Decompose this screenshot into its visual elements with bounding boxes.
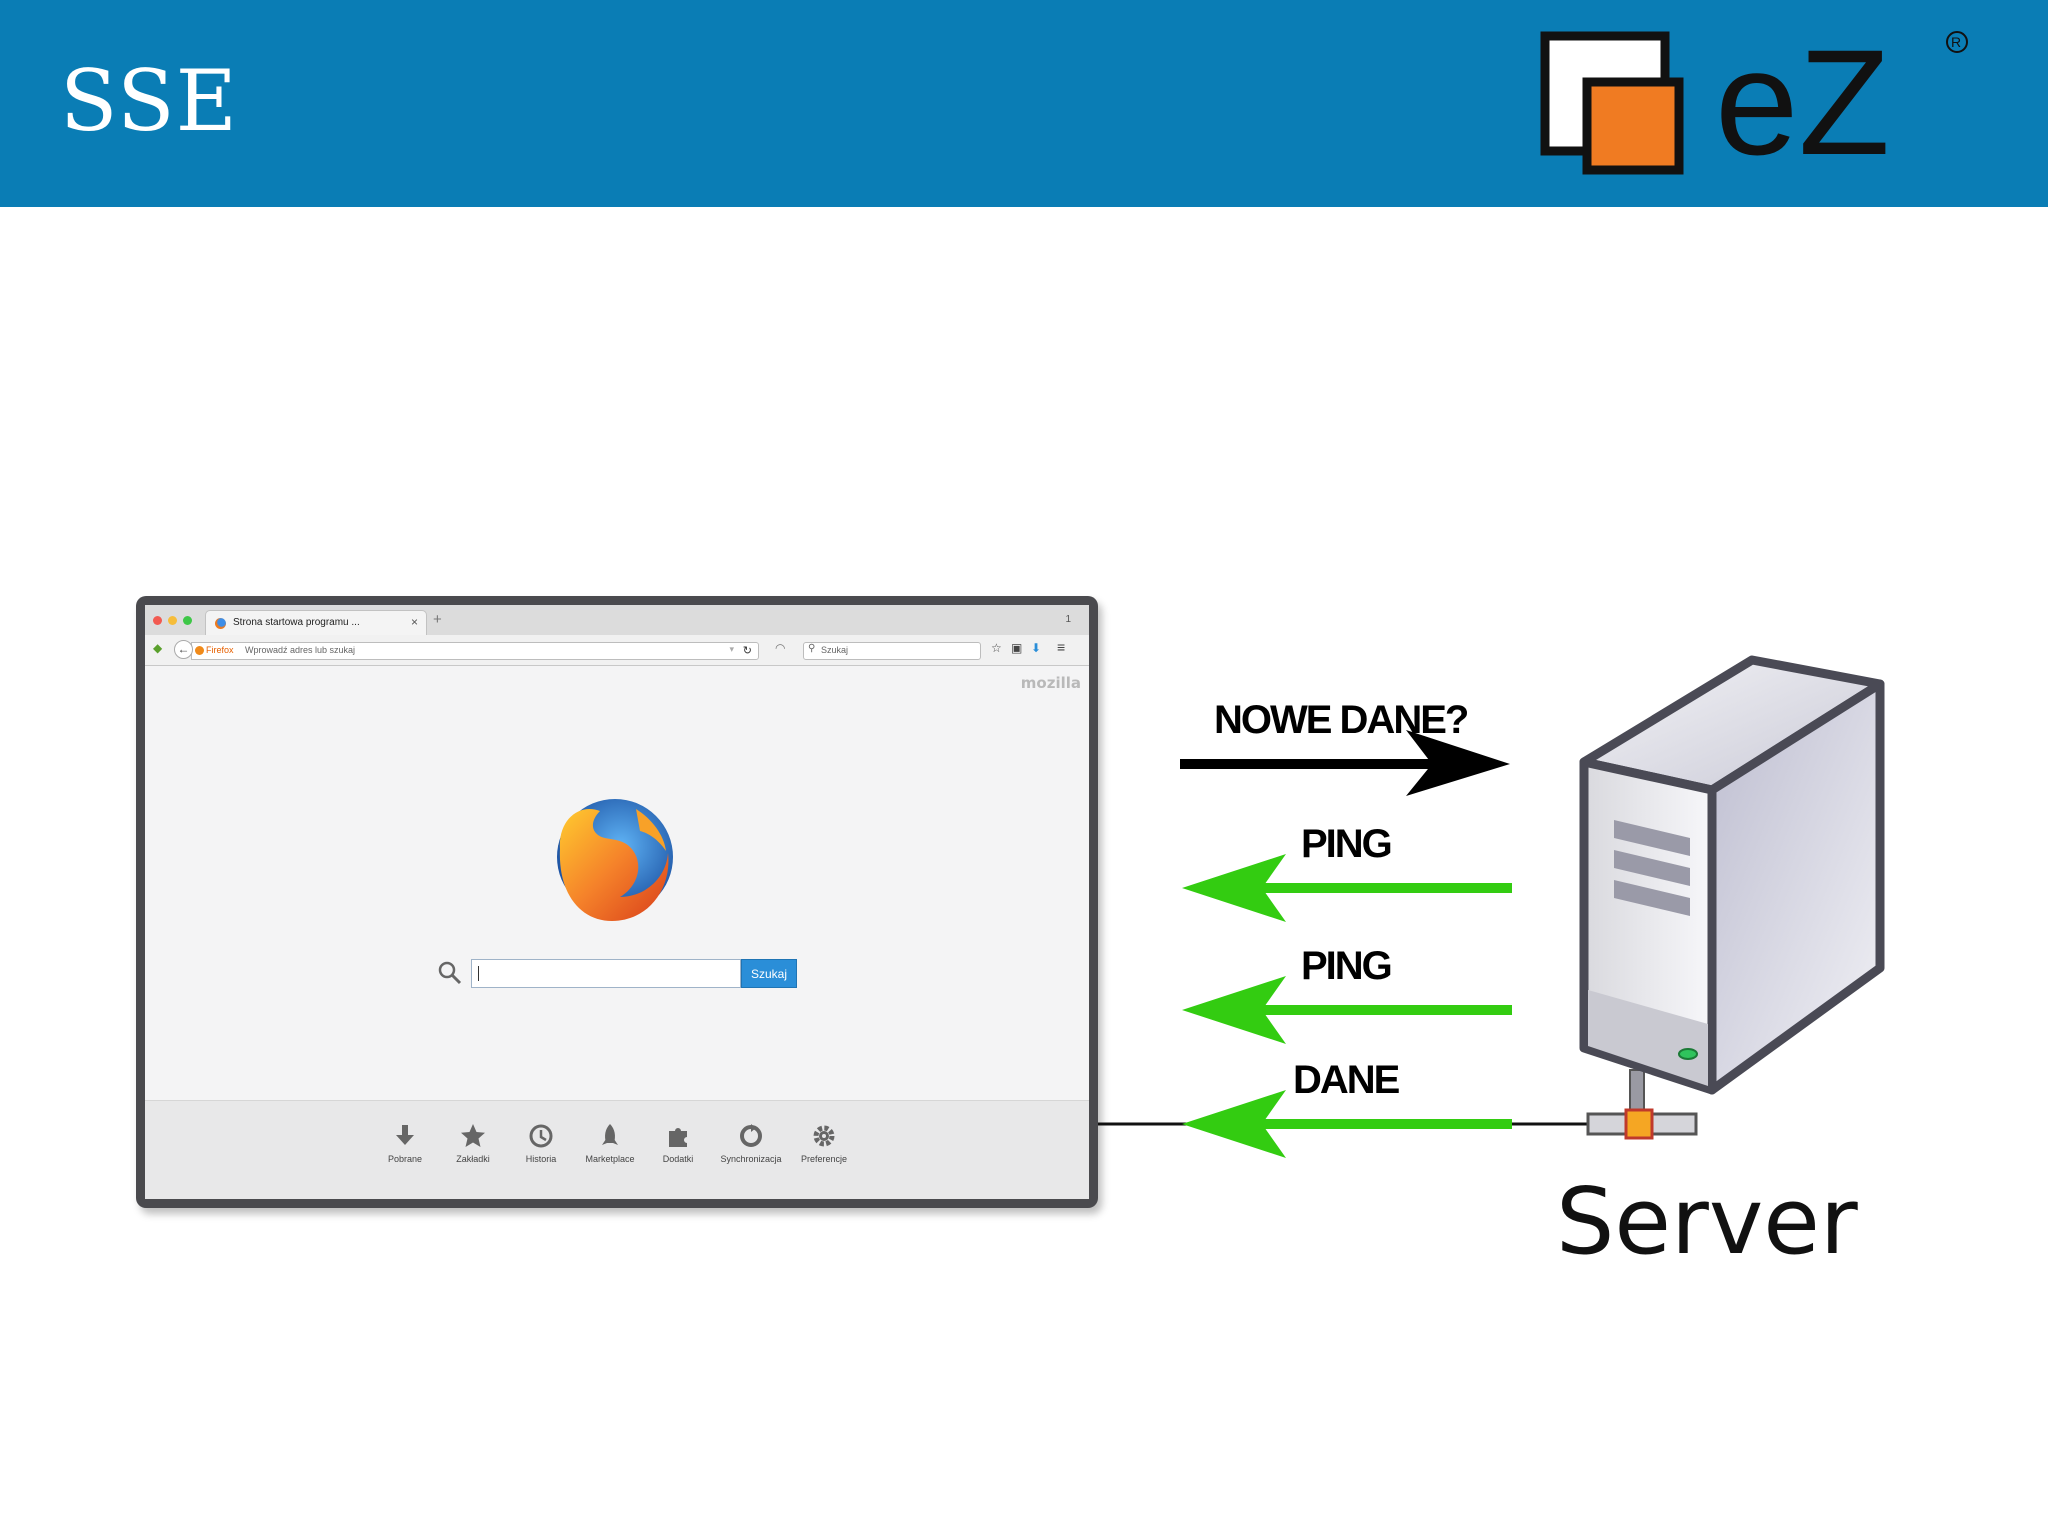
launcher-label: Historia	[525, 1154, 557, 1164]
tab-bar: Strona startowa programu ... × + 1	[145, 605, 1089, 635]
reload-icon[interactable]: ↻	[742, 645, 752, 657]
url-dropdown-icon[interactable]: ▾	[729, 644, 734, 654]
clipboard-icon[interactable]: ▣	[1011, 641, 1023, 655]
new-tab-button[interactable]: +	[433, 611, 442, 628]
tab-close-icon[interactable]: ×	[410, 615, 418, 629]
download-arrow-icon[interactable]: ⬇	[1031, 641, 1042, 655]
close-window-button[interactable]	[153, 616, 162, 625]
message-label-ping-2: PING	[1301, 944, 1393, 988]
download-icon	[396, 1125, 414, 1145]
rss-icon[interactable]: ◠	[775, 641, 786, 655]
browser-window: Strona startowa programu ... × + 1 ◆ Fir…	[136, 596, 1098, 1208]
launcher-label: Zakładki	[456, 1154, 490, 1164]
search-placeholder: Szukaj	[821, 645, 849, 655]
data-arrow	[1182, 1090, 1512, 1158]
launcher-label: Dodatki	[662, 1154, 694, 1164]
home-search-input[interactable]	[471, 959, 741, 988]
message-label-ping-1: PING	[1301, 822, 1393, 866]
text-caret	[478, 966, 479, 981]
message-label-new-data: NOWE DANE?	[1214, 698, 1469, 742]
sync-icon	[740, 1124, 762, 1147]
firefox-favicon-icon	[215, 618, 226, 629]
slide-title: SSE	[60, 52, 238, 150]
launcher-bookmarks[interactable]: Zakładki	[438, 1123, 508, 1164]
launcher-preferences[interactable]: Preferencje	[789, 1123, 859, 1164]
url-identity-label: Firefox	[206, 645, 234, 655]
home-search-icon	[438, 961, 462, 985]
launcher-label: Preferencje	[800, 1154, 848, 1164]
search-icon: ⚲	[808, 643, 816, 654]
ping-arrow-2	[1182, 976, 1512, 1044]
ez-logo: eZ R	[1540, 26, 1968, 176]
tab-title: Strona startowa programu ...	[233, 617, 360, 628]
launcher-marketplace[interactable]: Marketplace	[575, 1123, 645, 1164]
browser-viewport: Strona startowa programu ... × + 1 ◆ Fir…	[145, 605, 1089, 1199]
star-icon	[461, 1124, 485, 1147]
url-placeholder: Wprowadź adres lub szukaj	[245, 645, 356, 655]
message-label-data: DANE	[1293, 1058, 1400, 1102]
rocket-icon	[602, 1124, 618, 1145]
firefox-logo-icon	[557, 799, 673, 921]
browser-tab[interactable]: Strona startowa programu ... ×	[205, 610, 427, 635]
back-button[interactable]: ←	[174, 640, 193, 659]
maximize-window-button[interactable]	[183, 616, 192, 625]
launcher-history[interactable]: Historia	[506, 1123, 576, 1164]
launcher-sync[interactable]: Synchronizacja	[716, 1123, 786, 1164]
launcher-label: Marketplace	[585, 1154, 635, 1164]
launcher-label: Pobrane	[387, 1154, 423, 1164]
server-icon	[1579, 655, 1885, 1140]
bookmark-star-icon[interactable]: ☆	[991, 641, 1002, 655]
pocket-icon[interactable]: ◆	[153, 641, 163, 655]
home-search-button[interactable]: Szukaj	[741, 959, 797, 988]
registered-mark: R	[1951, 34, 1961, 50]
launcher-downloads[interactable]: Pobrane	[370, 1123, 440, 1164]
gear-icon	[813, 1125, 835, 1147]
request-arrow	[1180, 730, 1510, 796]
browser-content: mozilla	[145, 666, 1089, 1100]
logo-text: eZ	[1715, 26, 1890, 176]
clock-icon	[529, 1124, 553, 1148]
tab-count: 1	[1065, 614, 1071, 625]
firefox-identity-icon	[195, 646, 204, 655]
minimize-window-button[interactable]	[168, 616, 177, 625]
nav-bar: ◆ Firefox Wprowadź adres lub szukaj ▾ ↻ …	[145, 635, 1089, 666]
slide-header: SSE eZ R	[0, 0, 2048, 207]
url-bar[interactable]: Firefox Wprowadź adres lub szukaj ▾ ↻	[191, 642, 759, 660]
launcher-bar: Pobrane Zakładki Historia Marketplace Do…	[145, 1100, 1089, 1199]
search-bar[interactable]: ⚲ Szukaj	[803, 642, 981, 660]
ping-arrow-1	[1182, 854, 1512, 922]
menu-icon[interactable]: ≡	[1057, 639, 1066, 655]
server-label: Server	[1556, 1168, 1858, 1275]
puzzle-icon	[669, 1128, 687, 1147]
mozilla-mark: mozilla	[1020, 674, 1081, 692]
launcher-addons[interactable]: Dodatki	[643, 1123, 713, 1164]
launcher-label: Synchronizacja	[720, 1154, 782, 1164]
